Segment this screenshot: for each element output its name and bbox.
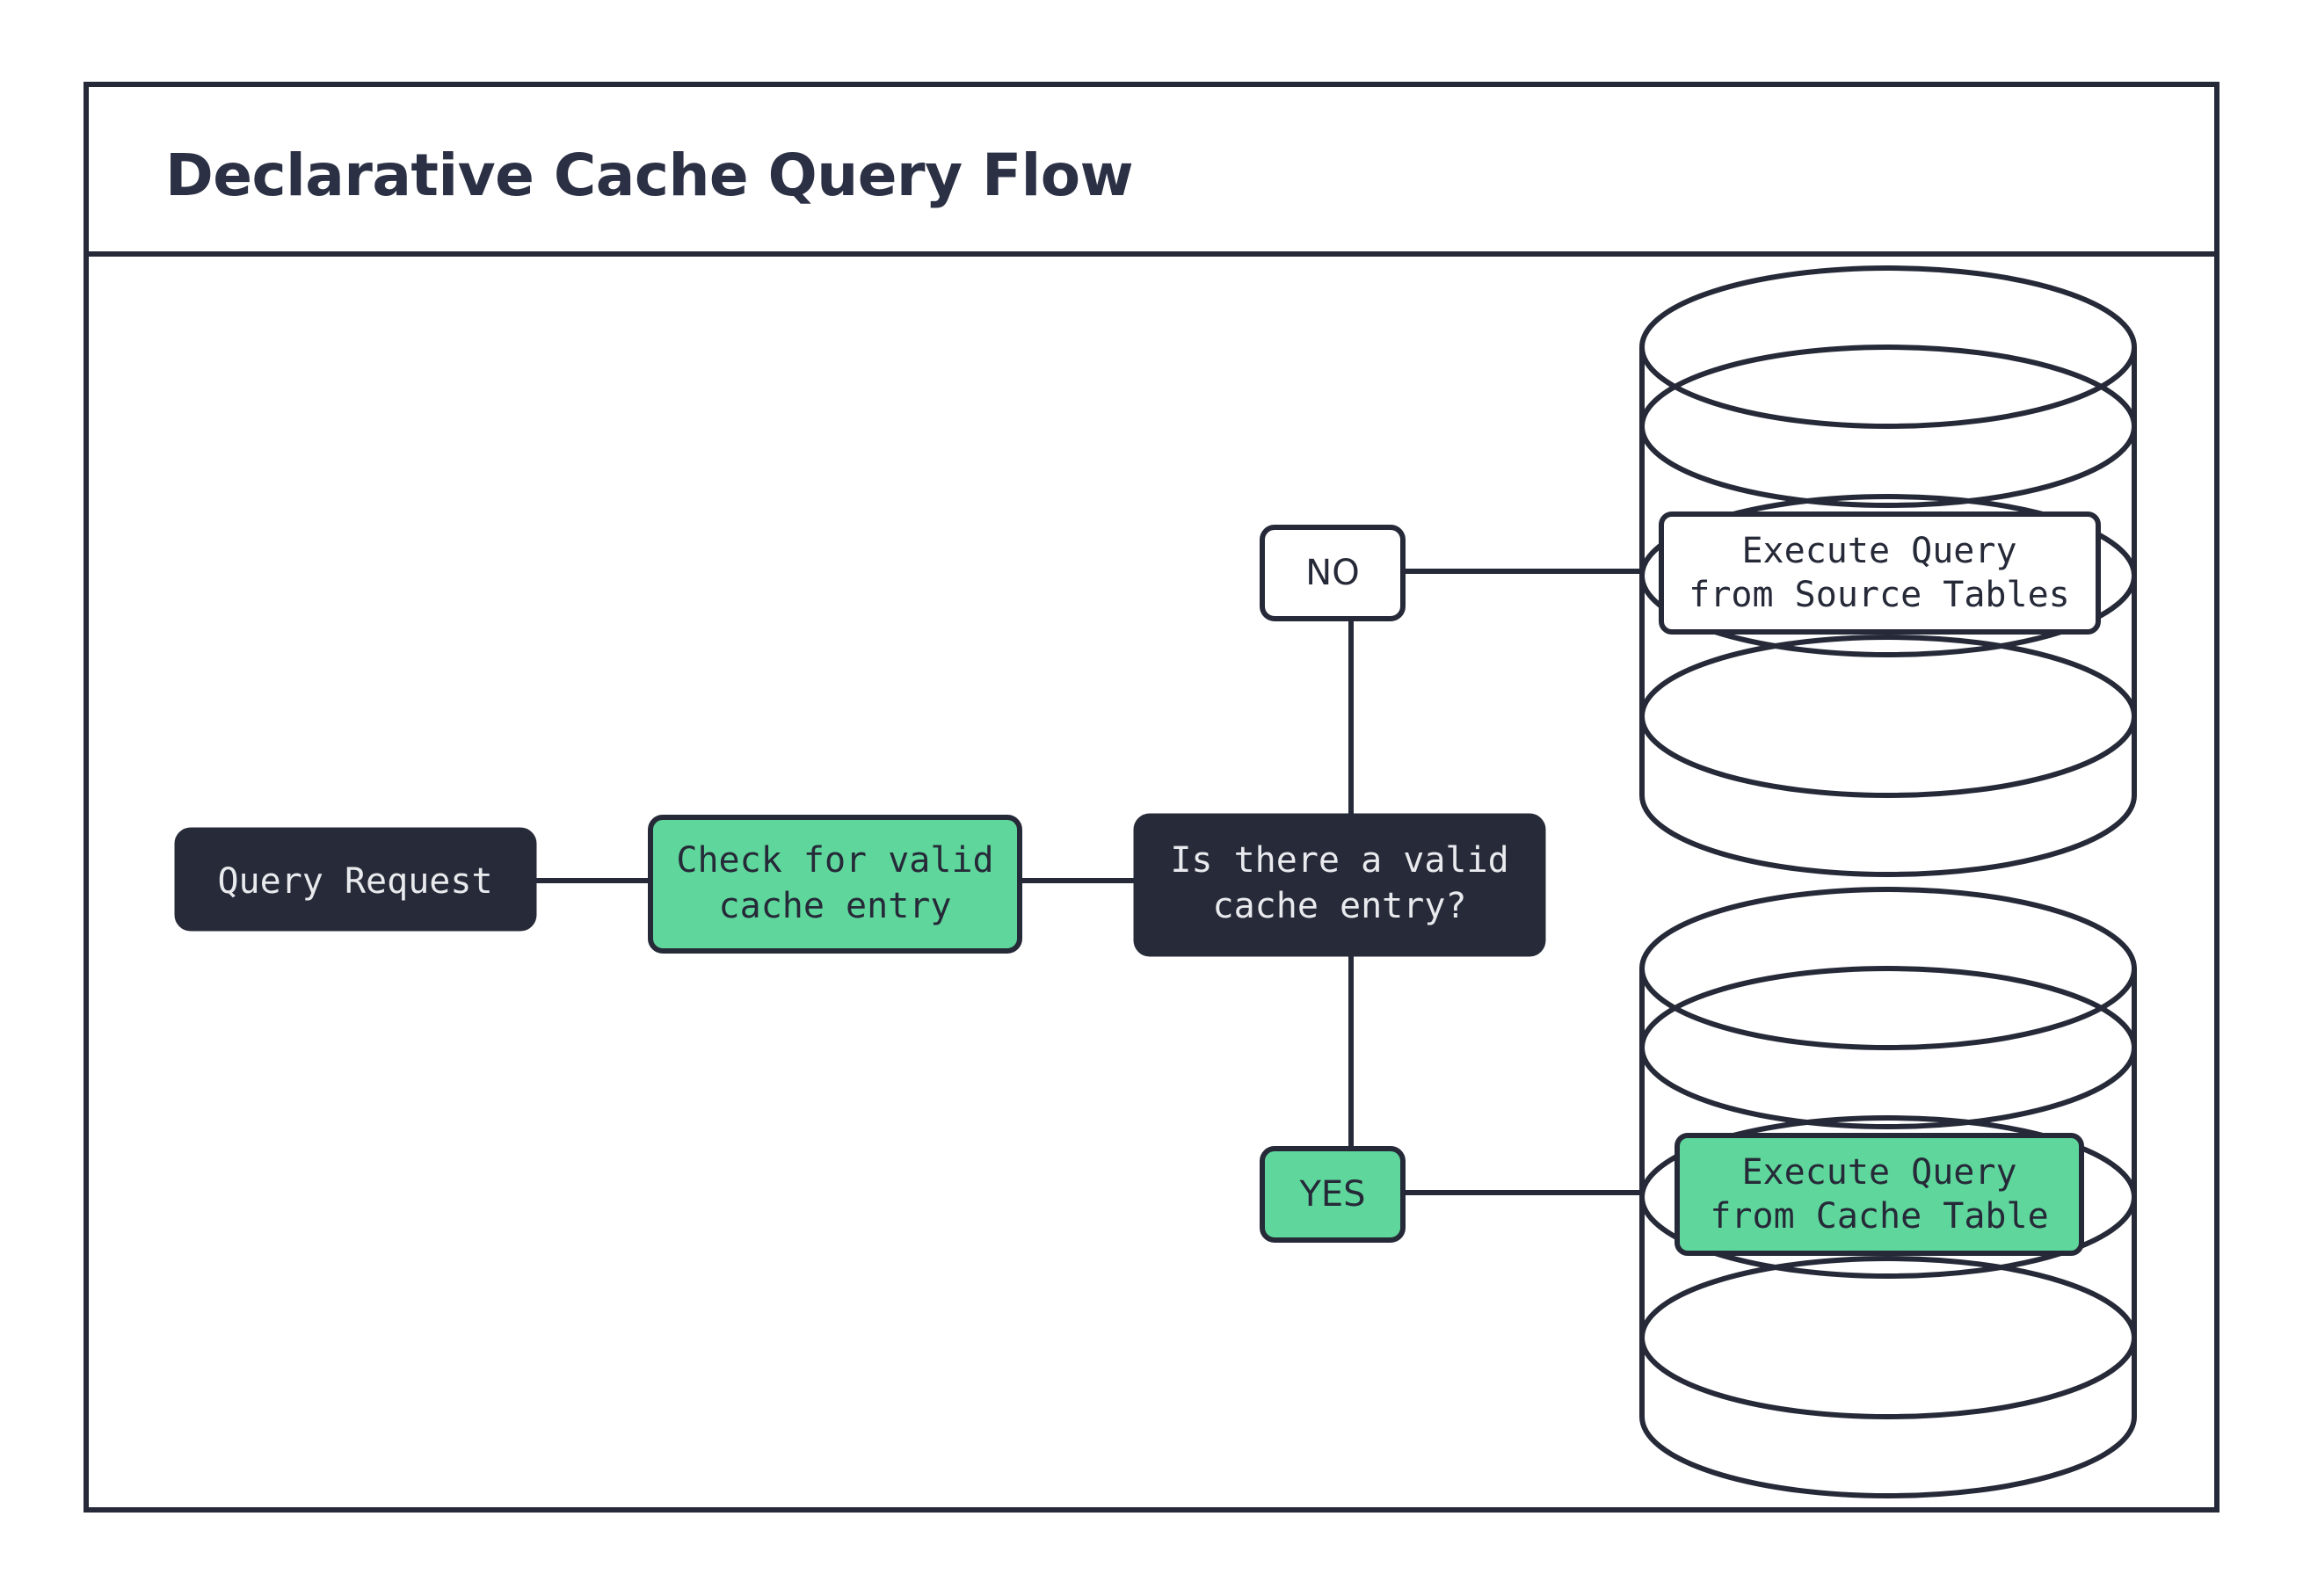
node-query-request-shape	[174, 827, 537, 932]
node-decision-shape	[1133, 813, 1546, 957]
node-decision-valid-cache[interactable]: Is there a valid cache entry?	[1133, 813, 1546, 957]
branch-no-label: NO	[1305, 553, 1359, 593]
source-tables-db-label-line1: Execute Query	[1741, 531, 2016, 571]
node-decision-label-line1: Is there a valid	[1170, 840, 1508, 881]
branch-yes[interactable]: YES	[1260, 1146, 1406, 1243]
page-title: Declarative Cache Query Flow	[165, 141, 1133, 209]
cache-table-db-label-line2: from Cache Table	[1710, 1196, 2048, 1237]
node-query-request-label: Query Request	[217, 861, 492, 902]
cache-table-db-label-line1: Execute Query	[1741, 1152, 2016, 1193]
node-decision-label-line2: cache entry?	[1213, 886, 1467, 926]
node-check-cache-label-line2: cache entry	[719, 886, 952, 926]
branch-no[interactable]: NO	[1260, 525, 1406, 621]
source-tables-db-label-box	[1659, 511, 2101, 635]
node-check-cache-shape	[648, 815, 1022, 954]
node-check-cache-label-line1: Check for valid	[676, 840, 993, 881]
source-tables-db-label-line2: from Source Tables	[1689, 575, 2069, 615]
branch-no-shape	[1260, 525, 1406, 621]
outer-frame	[84, 82, 2219, 1513]
branch-yes-label: YES	[1298, 1174, 1365, 1215]
source-tables-db[interactable]: Execute Query from Source Tables	[1639, 265, 2137, 877]
node-query-request[interactable]: Query Request	[174, 827, 537, 932]
cache-table-db-label-box	[1675, 1133, 2084, 1256]
node-check-cache[interactable]: Check for valid cache entry	[648, 815, 1022, 954]
branch-yes-shape	[1260, 1146, 1406, 1243]
cache-table-db[interactable]: Execute Query from Cache Table	[1639, 887, 2137, 1498]
